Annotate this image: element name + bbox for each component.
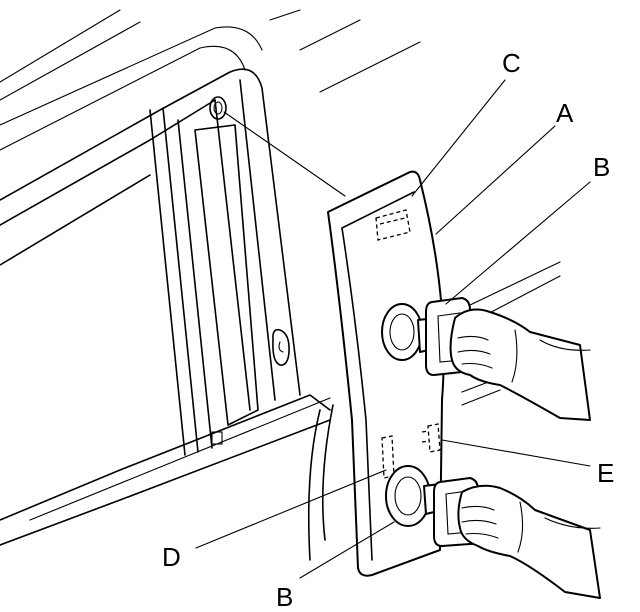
leader-c xyxy=(411,79,506,197)
callout-a: A xyxy=(556,98,574,128)
callout-b-top: B xyxy=(593,152,610,182)
callout-b-bottom: B xyxy=(276,582,293,612)
hand-bottom xyxy=(457,484,601,599)
leader-b-bottom xyxy=(299,521,395,579)
leader-d xyxy=(195,469,387,549)
fastener-c xyxy=(375,209,411,241)
vehicle-body-outline xyxy=(0,9,561,561)
callout-d: D xyxy=(162,542,181,572)
callout-e: E xyxy=(597,458,614,488)
hand-top xyxy=(449,308,591,421)
clip-alignment-line xyxy=(223,111,346,197)
glass-panel xyxy=(327,170,445,577)
leader-a xyxy=(435,125,556,235)
leader-e xyxy=(441,439,591,467)
leader-b-top xyxy=(445,181,591,305)
fastener-e xyxy=(427,423,441,453)
callout-c: C xyxy=(502,48,521,78)
callout-leaders xyxy=(195,79,591,579)
